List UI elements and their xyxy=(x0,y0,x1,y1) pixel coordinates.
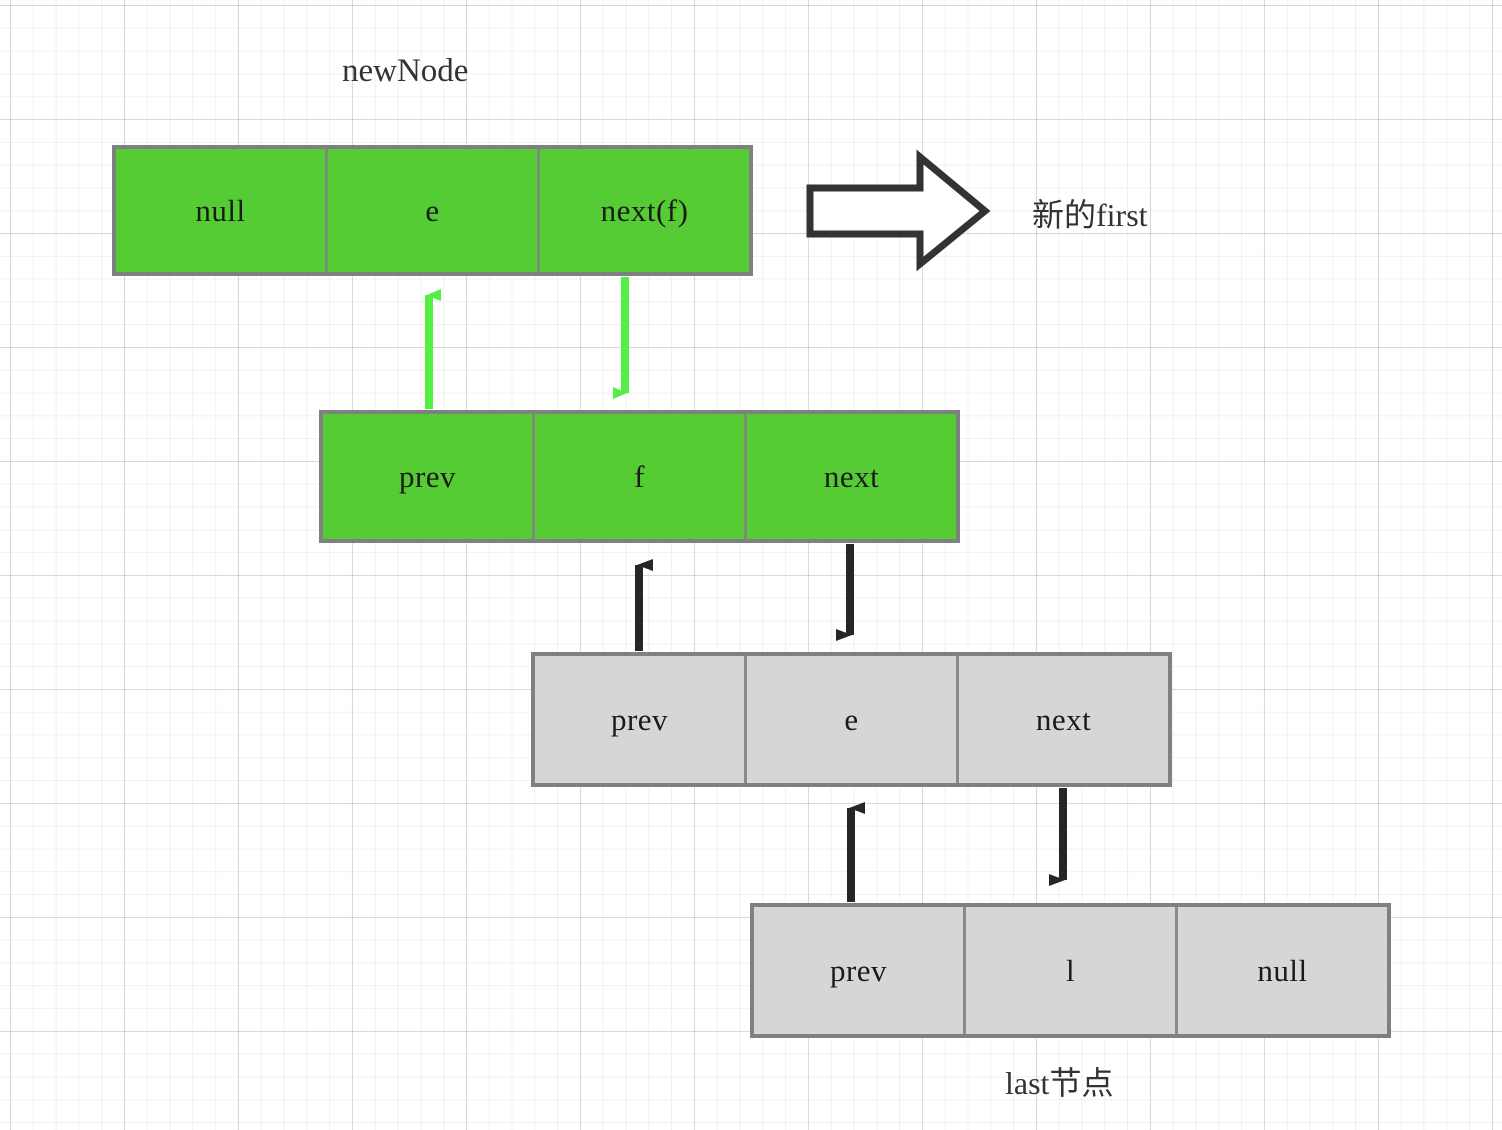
node-last-cell-item: l xyxy=(966,907,1178,1034)
node-e-cell-next: next xyxy=(1035,701,1092,737)
node-e-cell-item: e xyxy=(747,656,959,783)
node-e-cell-prev: prev xyxy=(535,656,747,783)
node-last-cell-prev: prev xyxy=(754,907,966,1034)
newnode-label: newNode xyxy=(342,53,469,89)
block-arrow-right-icon xyxy=(806,149,991,272)
node-f: prev f next xyxy=(319,410,960,543)
new-first-label: 新的first xyxy=(1032,197,1148,233)
last-node-label: last节点 xyxy=(1005,1065,1114,1101)
node-newnode: null e next(f) xyxy=(112,145,753,276)
node-newnode-cell-prev: null xyxy=(116,149,328,272)
node-newnode-cell-item: e xyxy=(328,149,540,272)
node-e: prev e next xyxy=(531,652,1172,787)
node-newnode-cell-next: next(f) xyxy=(600,192,689,228)
node-last: prev l null xyxy=(750,903,1391,1038)
node-f-cell-item: f xyxy=(535,414,747,539)
node-last-cell-next: null xyxy=(1257,952,1308,988)
node-f-cell-prev: prev xyxy=(323,414,535,539)
node-f-cell-next: next xyxy=(823,458,880,494)
